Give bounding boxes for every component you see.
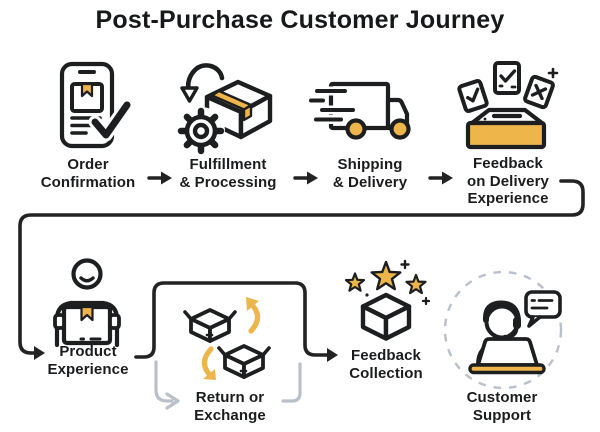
arrowhead-to-feedback-collection	[327, 348, 338, 362]
diagram-title: Post-Purchase Customer Journey	[95, 6, 505, 34]
support-agent-headset-icon	[443, 270, 563, 390]
arrow-right-icon	[147, 171, 172, 185]
arrow-right-icon	[293, 171, 318, 185]
dashed-circle	[443, 270, 563, 390]
exchange-boxes-cycle-icon	[183, 297, 271, 380]
label-customer-support: Customer Support	[466, 389, 538, 424]
smartphone-package-check-icon	[59, 61, 132, 149]
label-fulfillment: Fulfillment & Processing	[179, 156, 277, 191]
connector-return-to-feedback	[281, 362, 302, 403]
delivery-truck-icon	[306, 81, 411, 140]
arrow-right-icon	[428, 171, 453, 185]
label-product-experience: Product Experience	[47, 343, 129, 378]
connector-branch-to-return	[154, 360, 174, 403]
open-arrowhead-to-return	[165, 392, 180, 410]
label-order-confirmation: Order Confirmation	[40, 156, 136, 191]
arrowhead-to-product-experience	[34, 346, 45, 360]
connector-product-to-feedback	[134, 281, 329, 359]
label-return-or-exchange: Return or Exchange	[194, 389, 266, 424]
connector-main-loop	[18, 179, 585, 355]
ballot-box-feedback-icon	[457, 61, 559, 150]
label-shipping: Shipping & Delivery	[332, 156, 408, 191]
label-feedback-collection: Feedback Collection	[349, 347, 423, 382]
person-holding-box-icon	[53, 258, 121, 347]
label-feedback-on-delivery: Feedback on Delivery Experience	[467, 155, 549, 208]
stars-and-cube-icon	[344, 259, 430, 341]
gear-and-box-icon	[177, 63, 273, 155]
